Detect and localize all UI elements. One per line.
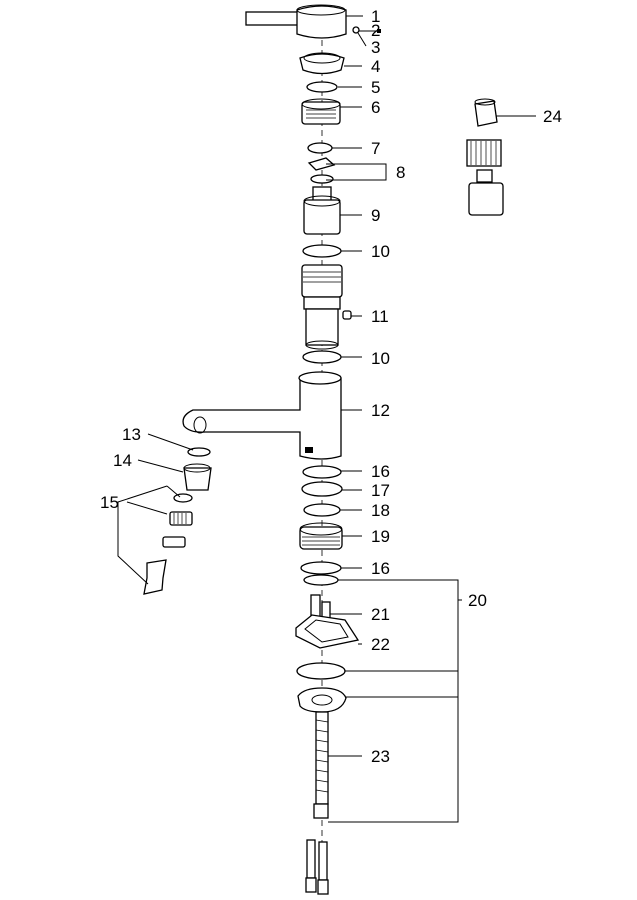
supply-hoses bbox=[305, 839, 329, 895]
label-6: 6 bbox=[371, 98, 380, 117]
label-10-upper: 10 bbox=[371, 242, 390, 261]
label-13: 13 bbox=[122, 425, 141, 444]
label-3: 3 bbox=[371, 38, 380, 57]
part-20-ring bbox=[303, 574, 339, 586]
label-1: 1 bbox=[371, 7, 380, 26]
part-insert-body bbox=[301, 264, 343, 350]
part-14-aerator bbox=[183, 463, 212, 491]
label-11: 11 bbox=[371, 307, 389, 326]
label-24: 24 bbox=[543, 107, 562, 126]
leader-lines bbox=[117, 15, 536, 823]
label-7: 7 bbox=[371, 139, 380, 158]
part-16-ring-upper bbox=[302, 465, 342, 479]
part-24-cartridge bbox=[466, 98, 504, 216]
label-22: 22 bbox=[371, 635, 390, 654]
label-18: 18 bbox=[371, 501, 390, 520]
label-16-lower: 16 bbox=[371, 559, 390, 578]
part-10-ring-lower bbox=[302, 350, 342, 364]
label-21: 21 bbox=[371, 605, 390, 624]
part-6-nut bbox=[301, 98, 341, 125]
label-12: 12 bbox=[371, 401, 390, 420]
part-4-cap bbox=[299, 52, 345, 75]
label-16-upper: 16 bbox=[371, 462, 390, 481]
part-18-ring bbox=[303, 503, 341, 517]
part-11-screw bbox=[342, 310, 352, 320]
part-2-screw bbox=[352, 26, 381, 34]
part-1-handle bbox=[245, 4, 347, 39]
label-8: 8 bbox=[396, 163, 405, 182]
part-13-washer bbox=[187, 447, 211, 457]
label-23: 23 bbox=[371, 747, 390, 766]
callout-labels: 1 2 3 4 5 6 7 8 9 10 11 10 12 13 14 15 1… bbox=[100, 7, 562, 766]
part-9-cartridge bbox=[303, 186, 341, 235]
part-7-ring bbox=[307, 142, 333, 154]
part-20-washer bbox=[296, 662, 346, 680]
part-16-ring-lower bbox=[300, 561, 342, 575]
label-15: 15 bbox=[100, 493, 119, 512]
part-22-bracket bbox=[295, 614, 360, 649]
part-23-rod bbox=[313, 711, 329, 819]
part-8-clip bbox=[307, 157, 336, 184]
label-17: 17 bbox=[371, 481, 390, 500]
part-20-horseshoe bbox=[297, 687, 347, 713]
label-10-lower: 10 bbox=[371, 349, 390, 368]
part-19-nut bbox=[299, 522, 343, 550]
label-5: 5 bbox=[371, 78, 380, 97]
label-14: 14 bbox=[113, 451, 132, 470]
label-2: 2 bbox=[371, 21, 380, 40]
part-17-ring bbox=[301, 481, 343, 497]
label-4: 4 bbox=[371, 57, 380, 76]
part-10-ring-upper bbox=[302, 244, 342, 258]
part-12-body bbox=[182, 371, 342, 460]
label-20: 20 bbox=[468, 591, 487, 610]
label-19: 19 bbox=[371, 527, 390, 546]
label-9: 9 bbox=[371, 206, 380, 225]
part-5-ring bbox=[306, 81, 338, 93]
